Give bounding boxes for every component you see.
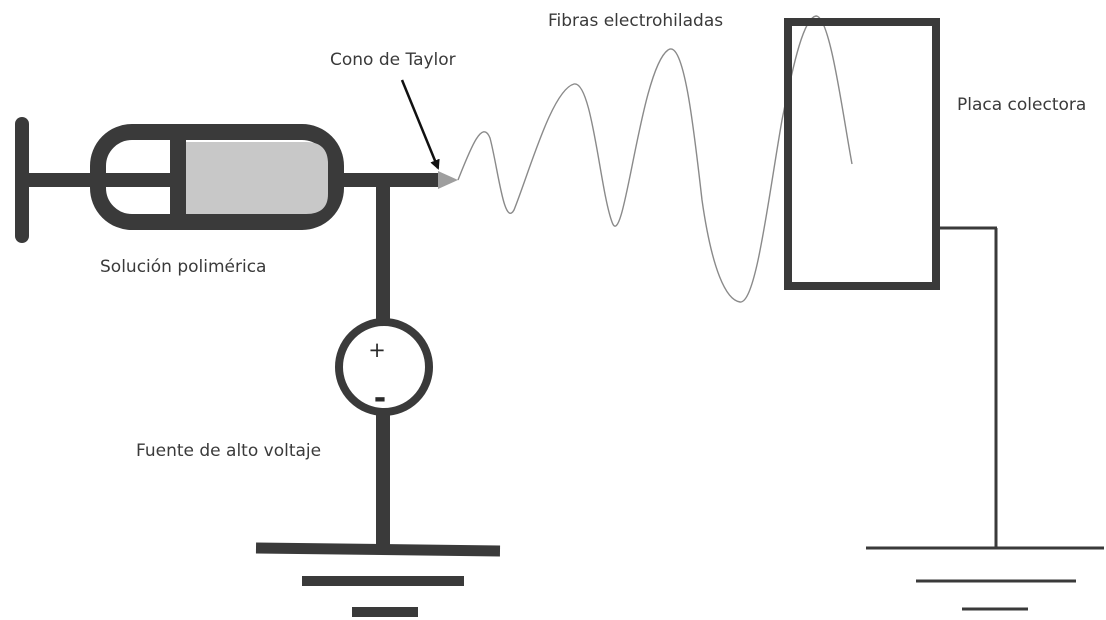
electrospun-fiber	[457, 15, 853, 303]
taylor-cone-label: Cono de Taylor	[330, 50, 456, 70]
solution-label: Solución polimérica	[100, 257, 266, 277]
taylor-cone	[438, 171, 458, 189]
collector-plate	[784, 18, 940, 290]
polymer-solution	[186, 142, 328, 214]
power-supply-label: Fuente de alto voltaje	[136, 441, 321, 461]
collector-label: Placa colectora	[957, 95, 1086, 115]
fibers-label: Fibras electrohiladas	[548, 11, 723, 31]
taylor-cone-arrow	[400, 79, 440, 170]
syringe	[15, 117, 458, 243]
negative-terminal: -	[374, 381, 386, 416]
positive-terminal: +	[368, 338, 386, 362]
supply-ground-line-1	[255, 542, 501, 557]
